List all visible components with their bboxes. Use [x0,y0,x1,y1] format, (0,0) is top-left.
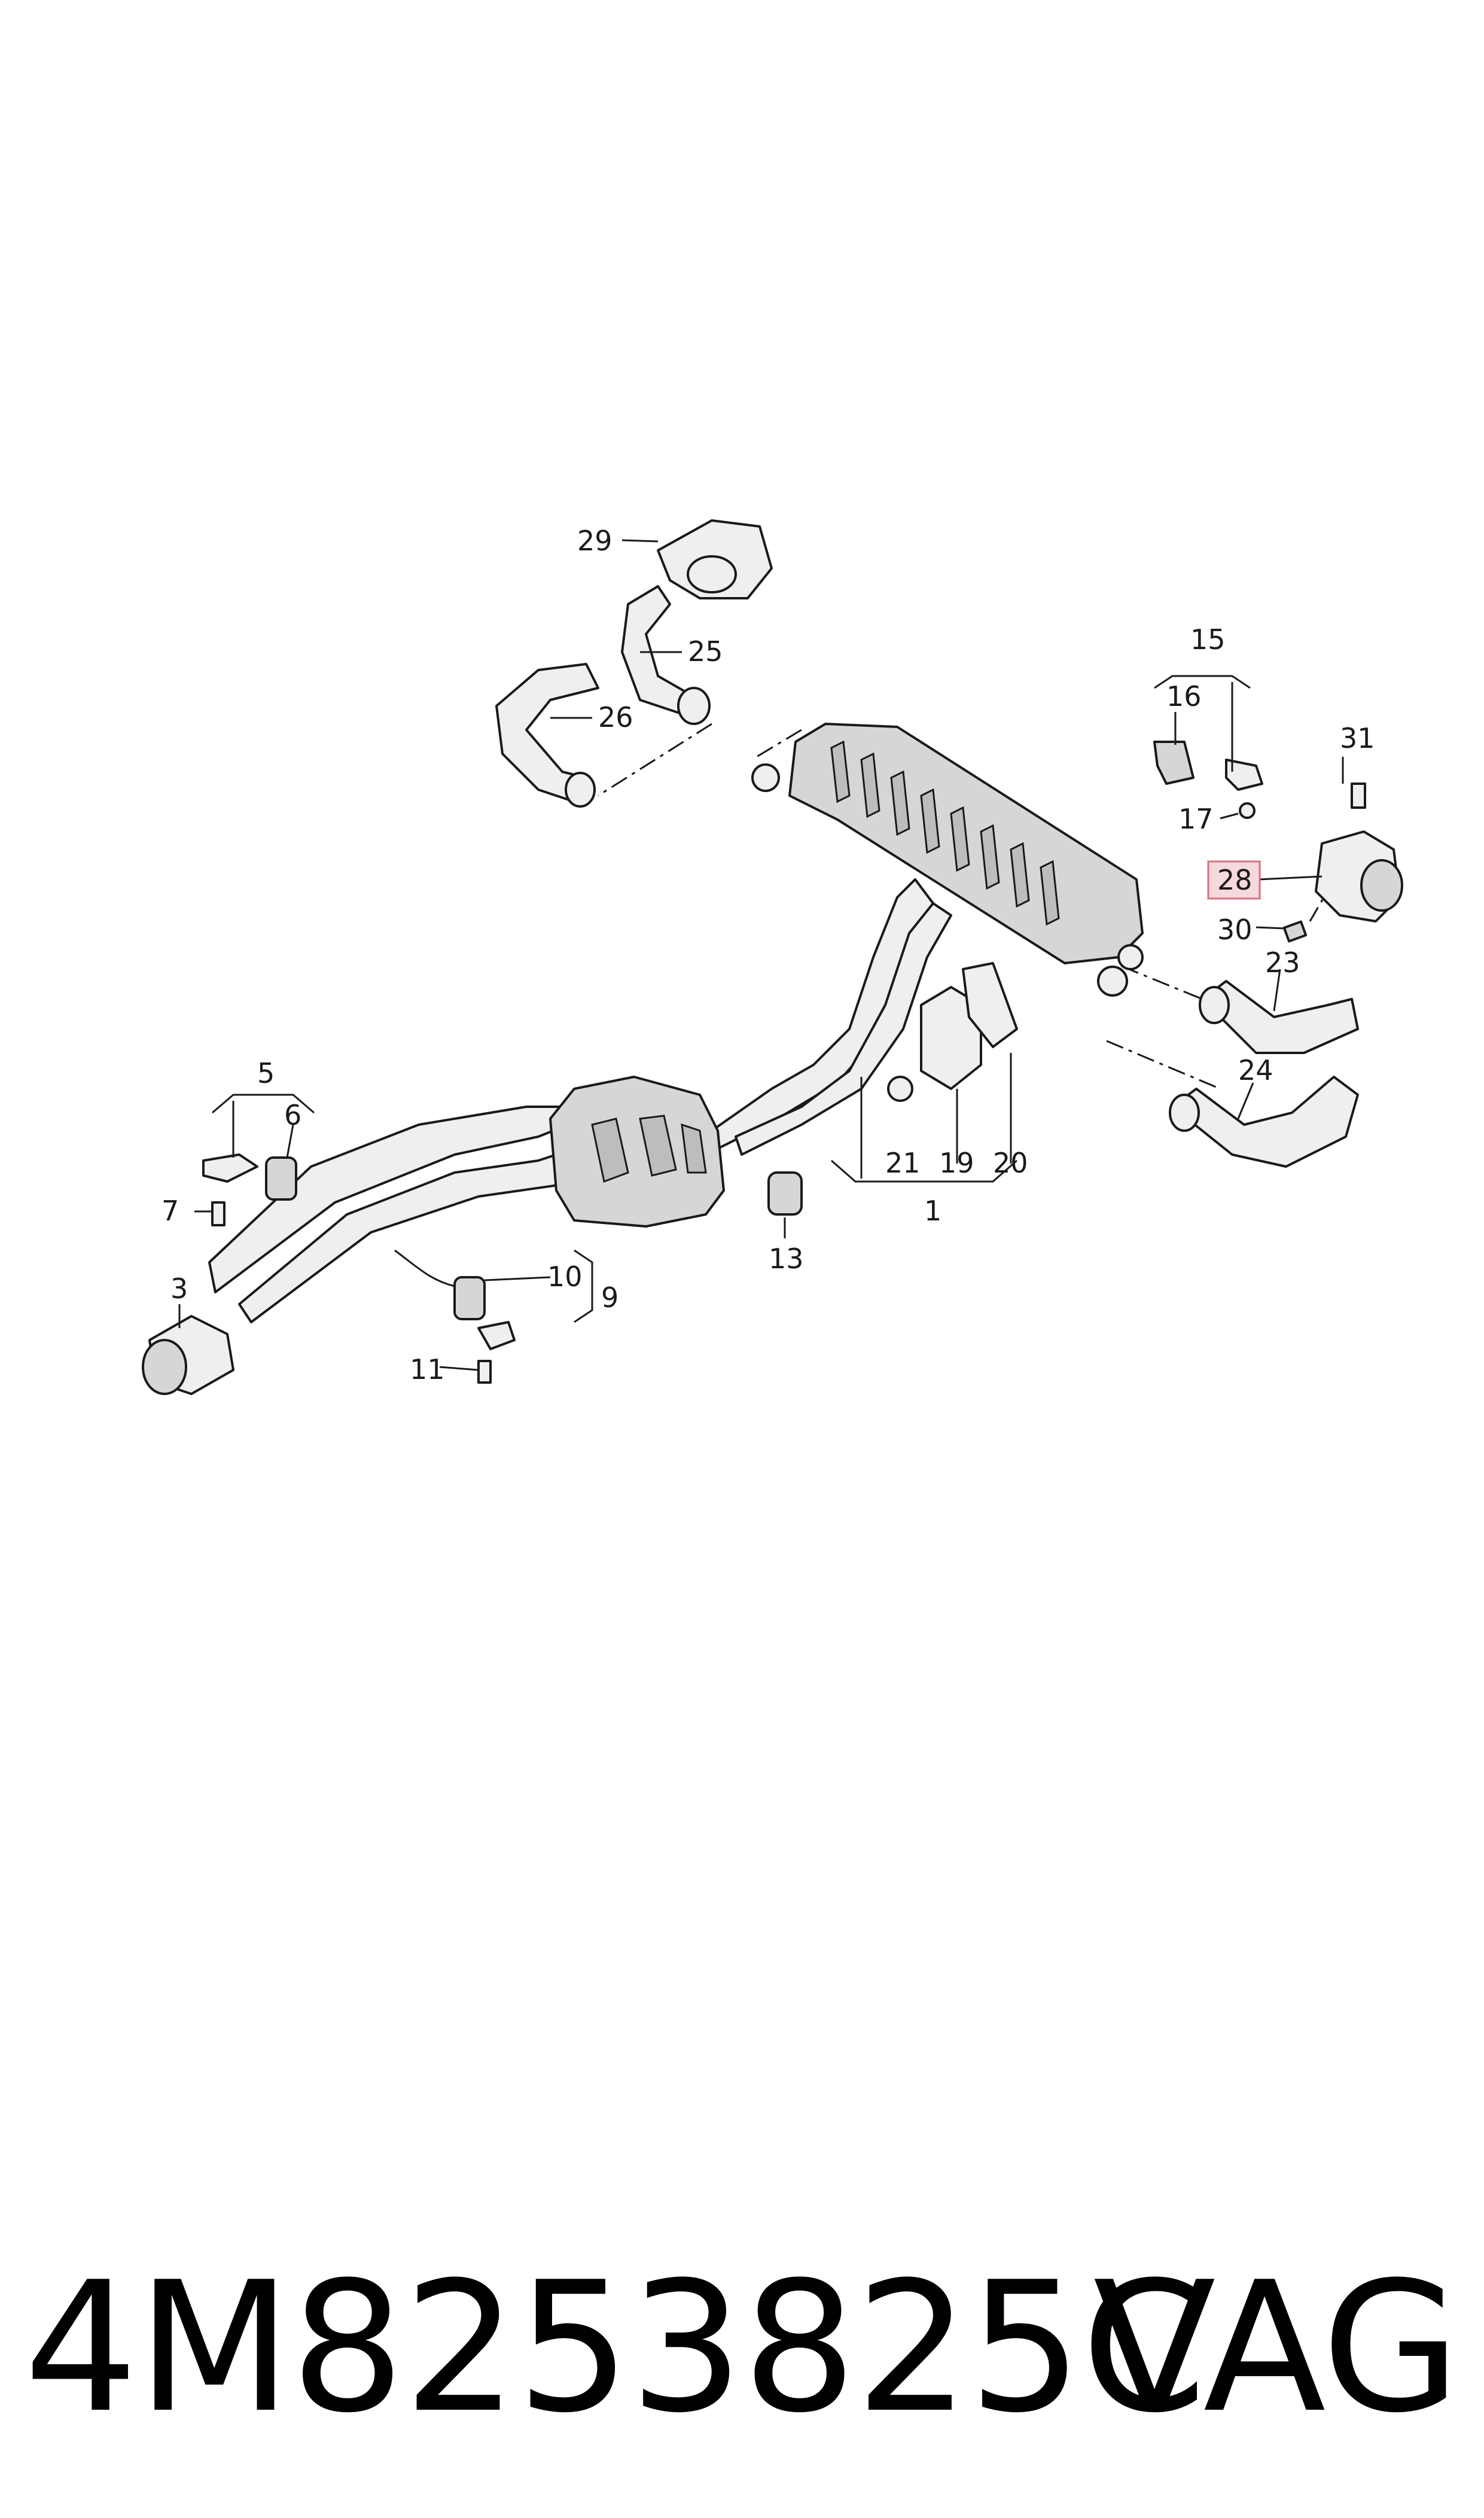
leader-lines [178,539,1344,1371]
part-23-pipe [1199,980,1359,1054]
center-muffler [549,1076,725,1228]
callout-28: 28 [1217,864,1253,896]
callout-3: 3 [170,1272,188,1305]
callout-9: 9 [601,1281,618,1314]
part-28-tailpipe [1315,830,1403,922]
part-26-pipe [495,663,599,808]
callout-23: 23 [1265,946,1300,979]
callout-10: 10 [547,1260,583,1293]
callout-11: 11 [410,1353,445,1386]
callout-16: 16 [1166,680,1202,713]
part-3-clamp [142,1315,234,1395]
callout-17: 17 [1178,803,1214,835]
callout-labels: 29 25 26 15 16 31 17 28 30 23 24 5 6 7 3… [161,525,1375,1386]
callout-31: 31 [1340,722,1375,754]
part-19-20-21-actuator [887,962,1018,1102]
part-13-rubber-hanger [767,1171,803,1216]
part-29-clamp [657,519,773,599]
part-30-clip [1282,920,1308,943]
callout-26: 26 [598,701,633,733]
brand-label: VAG [1093,2243,1461,2452]
callout-29: 29 [577,525,613,557]
part-9-10-11-hanger [394,1249,516,1384]
part-number: 4M8253825C [24,2243,1206,2452]
callout-28-highlight [1207,860,1261,900]
part-5-6-7-hanger [202,1153,297,1226]
callout-7: 7 [161,1195,179,1227]
callout-30: 30 [1217,914,1253,946]
footer: 4M8253825C VAG [24,2243,1461,2452]
part-31-screw [1351,783,1366,809]
callout-5: 5 [257,1057,275,1089]
callout-1: 1 [924,1195,941,1227]
callout-13: 13 [769,1243,804,1275]
rear-silencer [751,723,1144,997]
callout-15: 15 [1190,623,1226,656]
callout-19: 19 [939,1147,974,1179]
part-25-pipe [621,585,711,725]
callout-20: 20 [993,1147,1028,1179]
callout-6: 6 [284,1099,301,1131]
part-24-pipe [1169,1076,1359,1168]
callout-21: 21 [885,1147,921,1179]
callout-24: 24 [1238,1054,1273,1086]
part-15-bracket [1153,741,1263,819]
callout-25: 25 [688,635,723,668]
